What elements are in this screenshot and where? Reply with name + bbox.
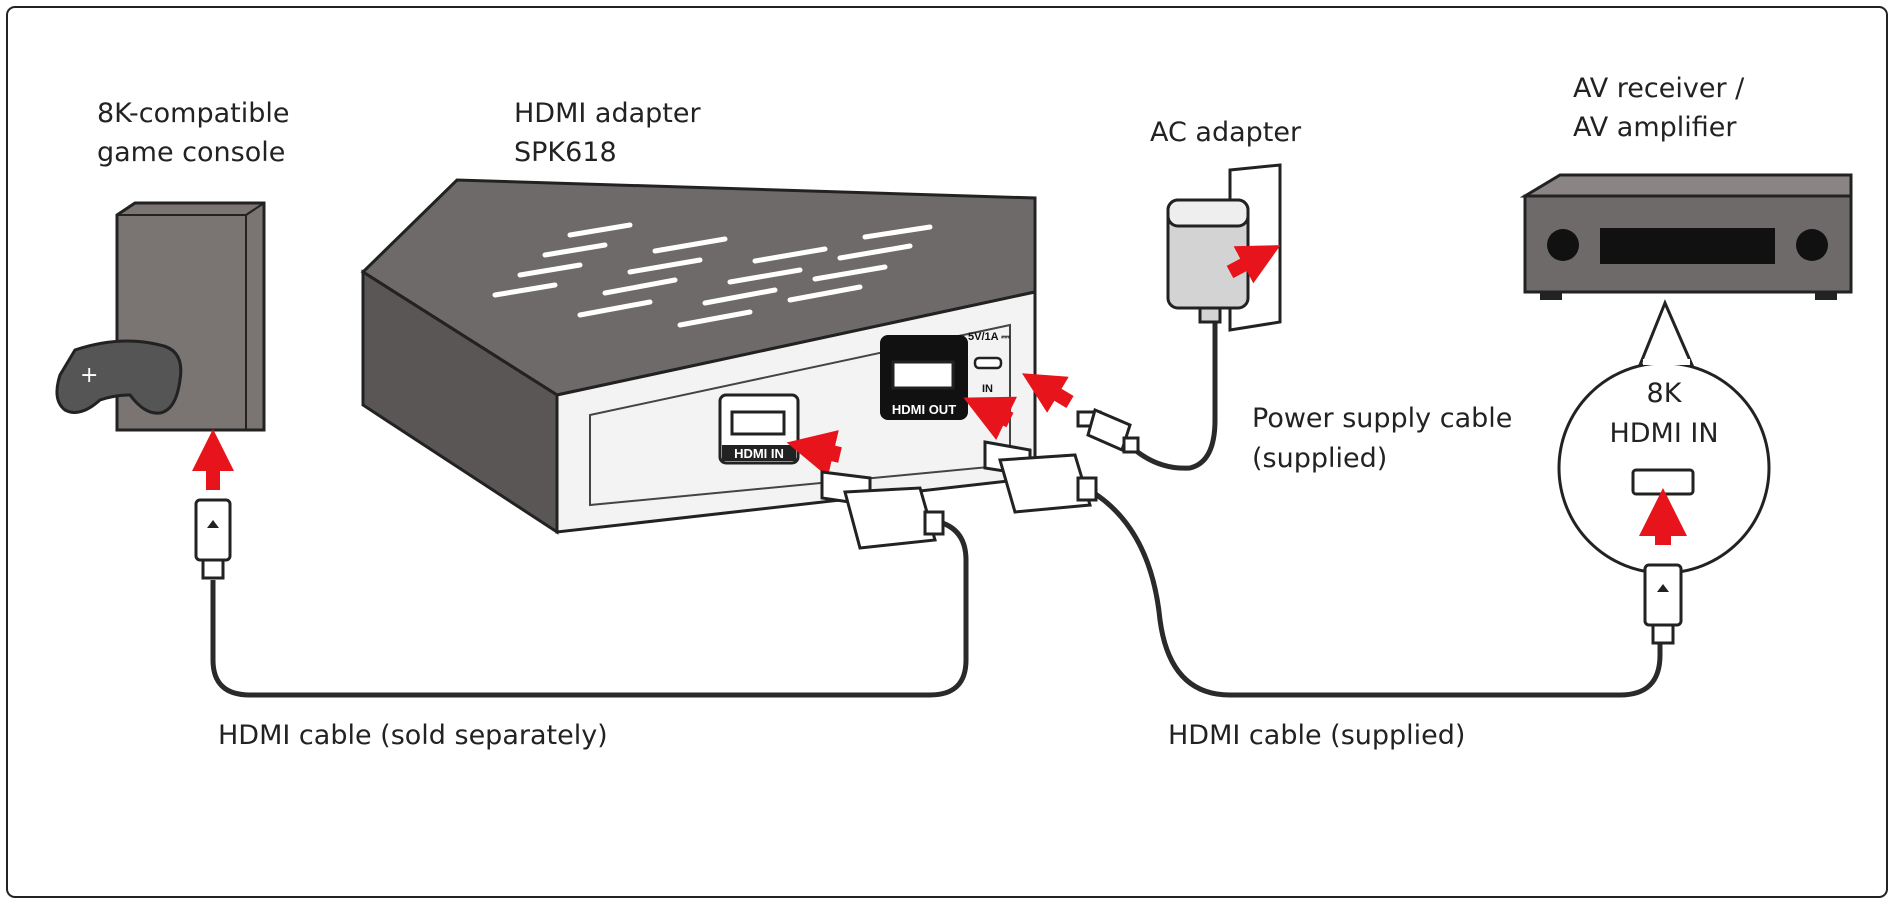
cable-right-label: HDMI cable (supplied) bbox=[1168, 720, 1465, 751]
hdmi-cable-left bbox=[210, 517, 969, 698]
cable-left-label: HDMI cable (sold separately) bbox=[218, 720, 608, 751]
receiver-label-line1: AV receiver / bbox=[1573, 73, 1745, 104]
vent-slots bbox=[492, 222, 933, 328]
receiver-hdmi-port-icon bbox=[1631, 468, 1695, 496]
power-in-label: IN bbox=[982, 383, 993, 395]
av-receiver bbox=[1519, 173, 1853, 300]
bubble-label-line1: 8K bbox=[1647, 378, 1683, 409]
power-cable bbox=[1133, 320, 1218, 471]
game-controller-icon bbox=[55, 339, 183, 415]
usb-power-plug bbox=[1076, 407, 1140, 454]
arrow-ac-plug bbox=[1226, 245, 1281, 284]
hdmi-out-port-label: HDMI OUT bbox=[892, 402, 956, 417]
hdmi-plug-adapter-out bbox=[983, 440, 1098, 514]
hdmi-in-port-label: HDMI IN bbox=[734, 446, 784, 461]
hdmi-cable-right bbox=[1078, 482, 1663, 698]
power-cable-label-line1: Power supply cable bbox=[1252, 403, 1512, 434]
ac-adapter-label: AC adapter bbox=[1150, 117, 1302, 148]
game-console: + bbox=[55, 201, 266, 432]
receiver-label-line2: AV amplifier bbox=[1573, 112, 1737, 143]
hdmi-plug-adapter-in bbox=[820, 470, 945, 550]
adapter-label-line2: SPK618 bbox=[514, 137, 617, 168]
svg-text:+: + bbox=[80, 363, 98, 388]
arrow-power-in bbox=[1021, 373, 1074, 413]
arrow-hdmi-out bbox=[963, 396, 1018, 441]
console-label-line1: 8K-compatible bbox=[97, 98, 289, 129]
adapter-label-line1: HDMI adapter bbox=[514, 98, 702, 129]
bubble-label-line2: HDMI IN bbox=[1609, 418, 1718, 449]
usb-power-port bbox=[973, 356, 1003, 370]
hdmi-adapter-device: HDMI IN HDMI OUT 5V/1A ⎓ IN bbox=[360, 178, 1037, 535]
hdmi-plug-receiver bbox=[1643, 563, 1683, 645]
console-label-line2: game console bbox=[97, 137, 285, 168]
arrow-hdmi-in bbox=[786, 430, 842, 477]
hdmi-plug-console bbox=[194, 498, 232, 580]
power-cable-label-line2: (supplied) bbox=[1252, 443, 1387, 474]
power-rating-label: 5V/1A ⎓ bbox=[968, 331, 1010, 343]
